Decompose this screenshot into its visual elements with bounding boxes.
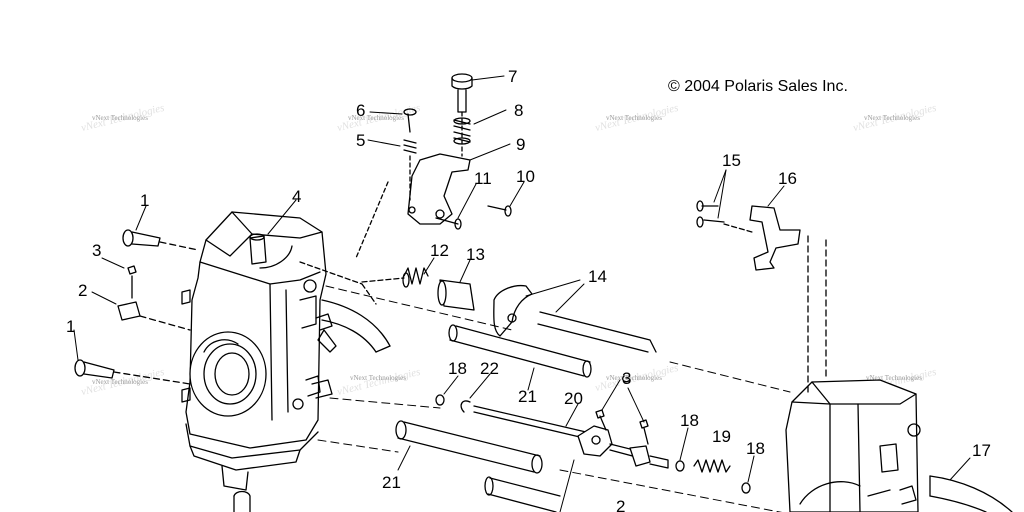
callout-21: 21: [518, 387, 537, 406]
callout-6: 6: [356, 101, 365, 120]
idle-linkage-parts: [299, 261, 533, 337]
right-bracket-assembly: [696, 200, 827, 393]
callout-3: 3: [622, 369, 631, 388]
assembly-guide-lines: [317, 285, 791, 512]
callout-19: 19: [712, 427, 731, 446]
callout-22: 22: [480, 359, 499, 378]
callout-labels: 1 1 2 2 3 3 4 5 6 7 8 9 10 11 12 13 14 1…: [66, 67, 991, 512]
callout-3: 3: [92, 241, 101, 260]
shaft-assembly: [395, 311, 751, 512]
callout-20: 20: [564, 389, 583, 408]
callout-14: 14: [588, 267, 607, 286]
callout-1: 1: [66, 317, 75, 336]
callout-4: 4: [292, 187, 301, 206]
callout-2: 2: [78, 281, 87, 300]
callout-10: 10: [516, 167, 535, 186]
leader-lines: [73, 75, 971, 512]
right-carburetor-body: [785, 379, 1013, 512]
callout-9: 9: [516, 135, 525, 154]
callout-12: 12: [430, 241, 449, 260]
callout-5: 5: [356, 131, 365, 150]
callout-13: 13: [466, 245, 485, 264]
callout-15: 15: [722, 151, 741, 170]
callout-1: 1: [140, 191, 149, 210]
callout-18: 18: [746, 439, 765, 458]
callout-8: 8: [514, 101, 523, 120]
callout-17: 17: [972, 441, 991, 460]
top-bracket-assembly: [355, 73, 512, 259]
callout-18: 18: [680, 411, 699, 430]
callout-11: 11: [474, 169, 492, 188]
callout-18: 18: [448, 359, 467, 378]
callout-21: 21: [382, 473, 401, 492]
left-fasteners: [74, 229, 199, 385]
callout-2: 2: [616, 497, 625, 512]
left-carburetor-body: [181, 211, 391, 512]
callout-16: 16: [778, 169, 797, 188]
copyright-notice: © 2004 Polaris Sales Inc.: [668, 78, 848, 95]
callout-7: 7: [508, 67, 517, 86]
